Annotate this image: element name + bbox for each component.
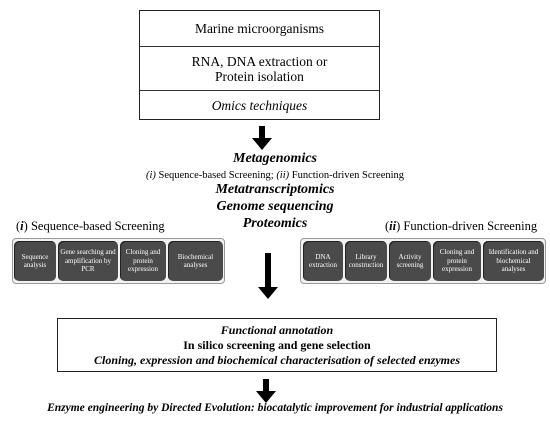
extraction-line-1: RNA, DNA extraction or: [191, 53, 328, 69]
in-silico-text: In silico screening and gene selection: [183, 338, 371, 352]
step-dna-extraction: DNA extraction: [303, 241, 343, 281]
source-box: Marine microorganisms RNA, DNA extractio…: [139, 10, 380, 120]
function-driven-label: Function-driven Screening: [400, 219, 538, 233]
step-library-construction: Library construction: [345, 241, 387, 281]
step-biochemical-analyses: Biochemical analyses: [168, 241, 223, 281]
screening-i-text: Sequence-based Screening;: [155, 170, 277, 181]
functional-annotation-label: Functional annotation: [220, 323, 334, 337]
in-silico-label: In silico screening and gene selection: [58, 339, 496, 352]
step-identification: Identification and biochemical analyses: [483, 241, 544, 281]
metagenomics-label: Metagenomics: [233, 151, 317, 166]
down-arrow-icon: [256, 379, 276, 403]
enzyme-engineering-label: Enzyme engineering by Directed Evolution…: [47, 402, 503, 414]
extraction-line-2: Protein isolation: [215, 68, 304, 84]
annotation-box: Functional annotation In silico screenin…: [57, 318, 497, 372]
metatranscriptomics-label: Metatranscriptomics: [215, 182, 335, 197]
down-arrow-icon: [258, 253, 278, 303]
step-activity-screening: Activity screening: [389, 241, 431, 281]
sequence-based-heading: (i) Sequence-based Screening: [16, 219, 165, 233]
sequence-based-label: Sequence-based Screening: [27, 219, 165, 233]
extraction-label: RNA, DNA extraction or Protein isolation: [140, 47, 379, 91]
omics-techniques-label: Omics techniques: [211, 97, 308, 113]
proteomics-label: Proteomics: [242, 216, 308, 231]
function-driven-heading: (ii) Function-driven Screening: [385, 219, 538, 233]
genome-sequencing-label: Genome sequencing: [216, 199, 334, 214]
down-arrow-icon: [252, 126, 272, 150]
marine-microorganisms-label: Marine microorganisms: [140, 11, 379, 47]
step-gene-searching: Gene searching and amplification by PCR: [58, 241, 118, 281]
numeral-i: i: [20, 219, 24, 233]
step-sequence-analysis: Sequence analysis: [14, 241, 56, 281]
numeral-ii: ii: [389, 219, 397, 233]
screening-ii-marker: (ii): [276, 170, 290, 181]
cloning-characterisation-label: Cloning, expression and biochemical char…: [94, 353, 460, 367]
screening-ii-text: Function-driven Screening: [289, 170, 405, 181]
screening-i-marker: (i): [145, 170, 156, 181]
screening-types-label: (i) Sequence-based Screening; (ii) Funct…: [0, 170, 550, 181]
step-cloning-expression: Cloning and protein expression: [120, 241, 166, 281]
step-cloning-expression-2: Cloning and protein expression: [433, 241, 481, 281]
